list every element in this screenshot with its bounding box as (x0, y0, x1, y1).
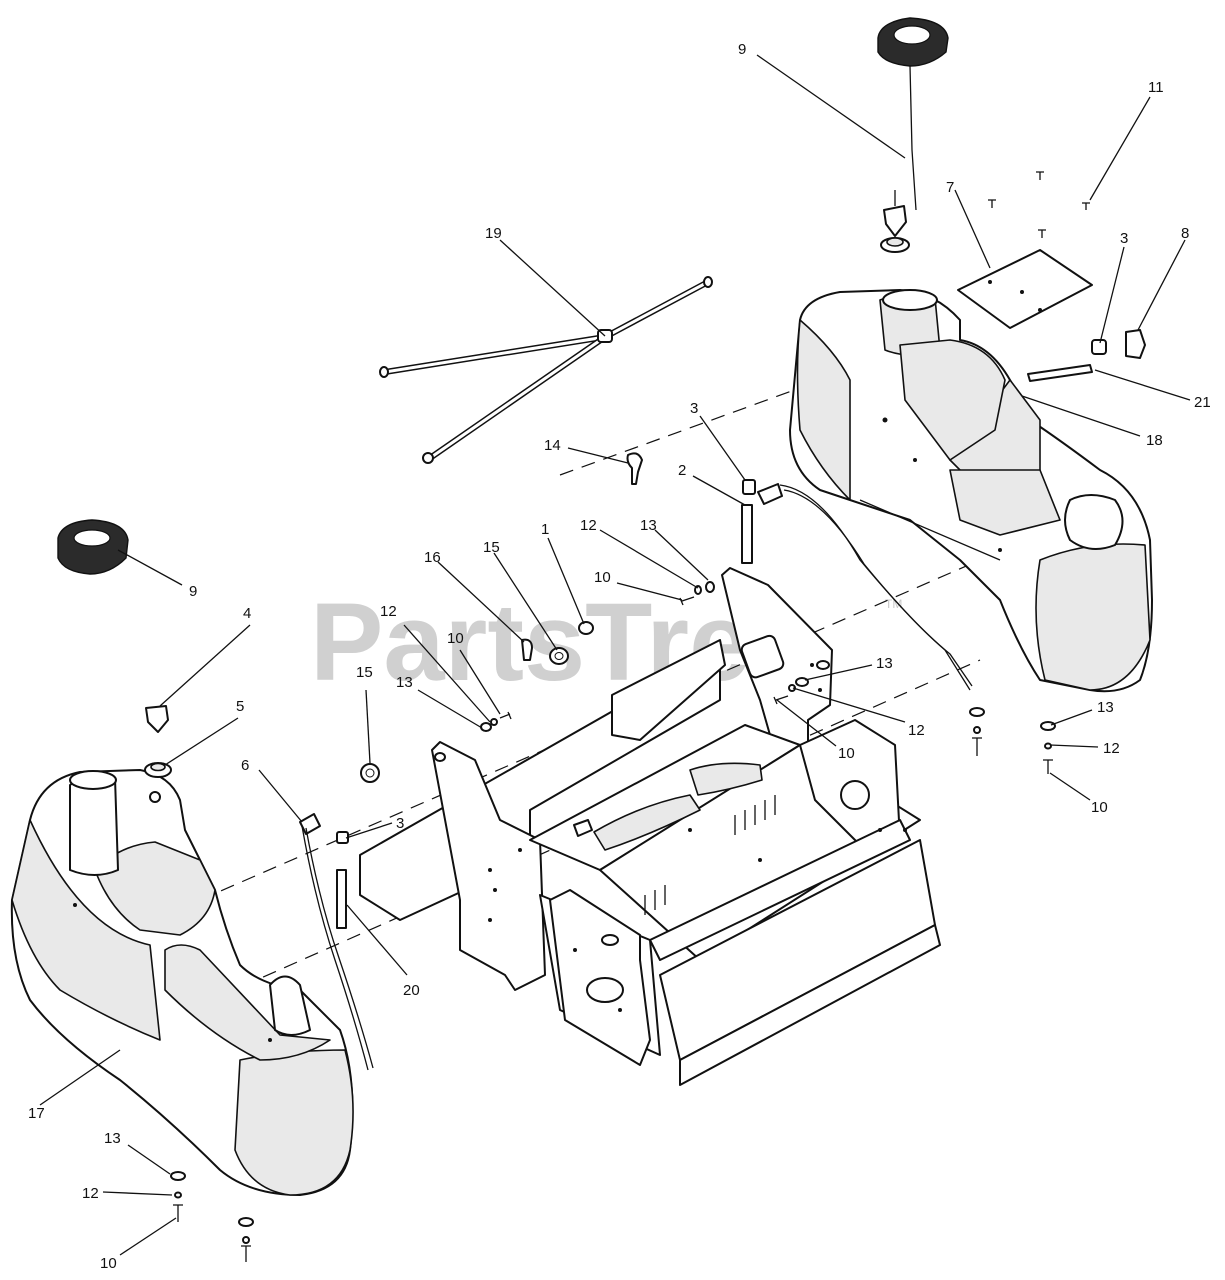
callout-3-center: 3 (690, 400, 698, 417)
callout-12-left: 12 (380, 603, 397, 620)
callout-15-left: 15 (356, 664, 373, 681)
callout-19: 19 (485, 225, 502, 242)
left-hardware (170, 1171, 254, 1262)
callout-3: 3 (1120, 230, 1128, 247)
fuel-line-assembly (379, 276, 713, 464)
callout-9-left: 9 (189, 583, 197, 600)
callout-13-left: 13 (396, 674, 413, 691)
valve-hose-right (757, 483, 973, 691)
fitting-3-top (742, 479, 756, 495)
callout-10-bottom: 10 (100, 1255, 117, 1272)
callout-15-center: 15 (483, 539, 500, 556)
callout-12-center: 12 (580, 517, 597, 534)
callout-3-left: 3 (396, 815, 404, 832)
callout-6: 6 (241, 757, 249, 774)
callout-20: 20 (403, 982, 420, 999)
callout-21: 21 (1194, 394, 1211, 411)
callout-17: 17 (28, 1105, 45, 1122)
callout-10-center: 10 (594, 569, 611, 586)
callout-12-far-right: 12 (1103, 740, 1120, 757)
callout-18: 18 (1146, 432, 1163, 449)
callout-12-right: 12 (908, 722, 925, 739)
right-fuel-tank (789, 289, 1153, 693)
grommet-left (144, 762, 172, 778)
callout-11: 11 (1148, 79, 1164, 96)
clamp-14 (626, 452, 643, 485)
callout-12-bottom: 12 (82, 1185, 99, 1202)
callout-4: 4 (243, 605, 251, 622)
callout-5: 5 (236, 698, 244, 715)
callout-13-bottom: 13 (104, 1130, 121, 1147)
right-hardware (969, 707, 1056, 774)
grommet-right (880, 237, 910, 253)
hose-left (299, 813, 374, 1071)
fuel-cap-left (57, 519, 129, 575)
callout-14: 14 (544, 437, 561, 454)
callout-labels: 9 11 7 3 8 21 18 19 14 3 2 1 12 13 10 16… (28, 41, 1211, 1272)
callout-7: 7 (946, 179, 954, 196)
callout-13-center: 13 (640, 517, 657, 534)
fuel-fitting-right (1027, 329, 1146, 382)
frame-hardware (336, 581, 809, 929)
fuel-gauge-left (145, 705, 169, 733)
fuel-gauge-right (883, 190, 907, 237)
callout-13-right: 13 (876, 655, 893, 672)
callout-10-right: 10 (838, 745, 855, 762)
callout-16: 16 (424, 549, 441, 566)
callout-10-far-right: 10 (1091, 799, 1108, 816)
callout-13-far-right: 13 (1097, 699, 1114, 716)
left-fuel-tank (10, 769, 354, 1196)
callout-2: 2 (678, 462, 686, 479)
fuel-cap-right (877, 17, 949, 211)
standpipe-2 (741, 504, 753, 564)
callout-8: 8 (1181, 225, 1189, 242)
tank-cover-plate (957, 249, 1093, 329)
small-screws-right (988, 171, 1090, 238)
mower-frame (359, 567, 941, 1086)
callout-10-left: 10 (447, 630, 464, 647)
leader-lines (39, 54, 1191, 1256)
watermark-trademark: TM (885, 597, 902, 611)
callout-1: 1 (541, 521, 549, 538)
callout-9: 9 (738, 41, 746, 58)
